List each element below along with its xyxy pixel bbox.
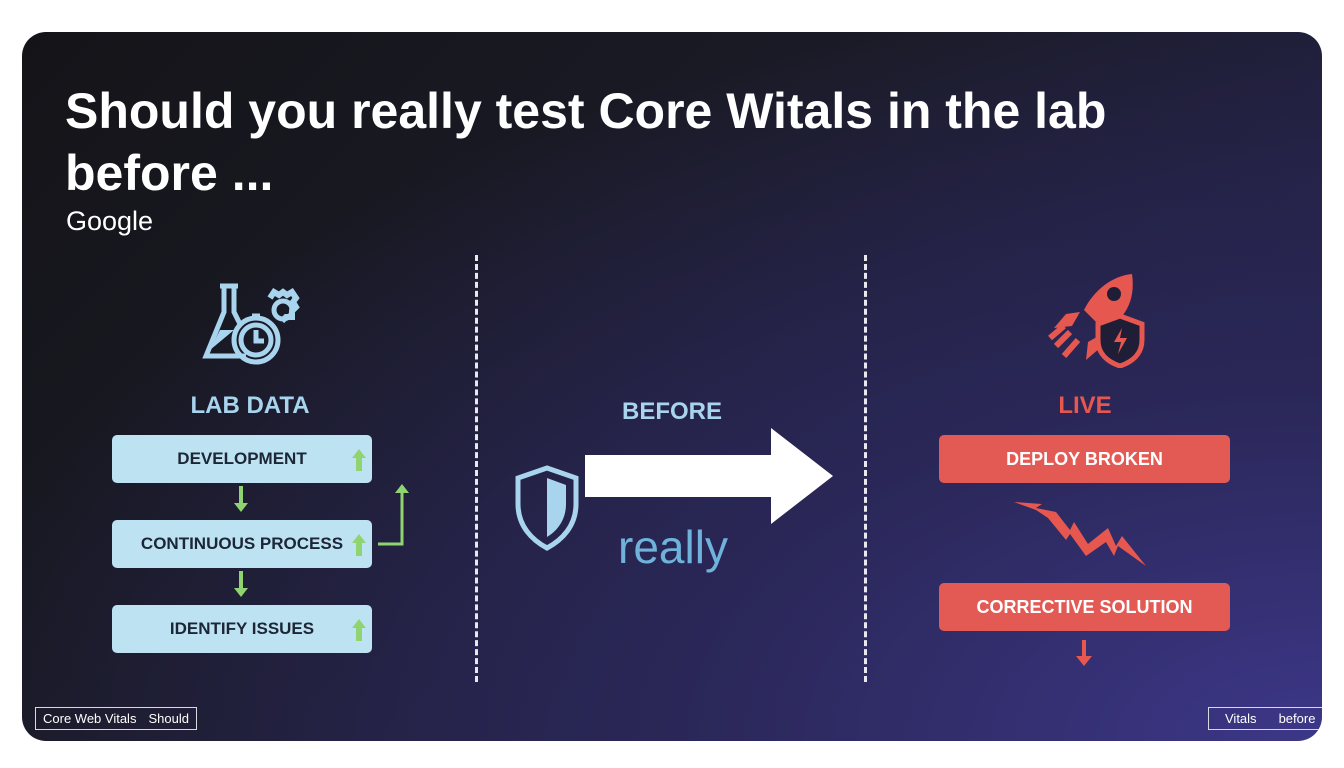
broken-trend-icon [1014, 502, 1146, 566]
arrow-down-icon [234, 486, 248, 512]
arrow-down-icon [234, 571, 248, 597]
loop-arrow-icon [378, 484, 409, 546]
step-development: DEVELOPMENT [112, 435, 372, 483]
arrow-up-icon [352, 534, 366, 556]
live-heading: LIVE [1058, 392, 1112, 419]
slide-title: Should you really test Core Witals in th… [65, 83, 1107, 201]
lab-flask-stopwatch-icon [202, 283, 300, 365]
before-heading: BEFORE [621, 398, 722, 425]
shield-icon [515, 465, 579, 551]
lab-data-heading: LAB DATA [190, 392, 310, 419]
step-corrective-solution: CORRECTIVE SOLUTION [939, 583, 1230, 631]
divider [864, 255, 867, 682]
divider [475, 255, 478, 682]
arrow-down-icon [1076, 640, 1092, 666]
slide-card: Should you really test Core Witals in th… [22, 32, 1322, 741]
arrow-up-icon [352, 449, 366, 471]
step-deploy-broken: DEPLOY BROKEN [939, 435, 1230, 483]
really-caption: really [618, 521, 728, 573]
step-continuous-process: CONTINUOUS PROCESS [112, 520, 372, 568]
arrow-up-icon [352, 619, 366, 641]
source-label: Google [66, 206, 154, 236]
step-identify-issues: IDENTIFY ISSUES [112, 605, 372, 653]
big-arrow-right [585, 428, 833, 524]
rocket-shield-icon [1048, 274, 1145, 368]
